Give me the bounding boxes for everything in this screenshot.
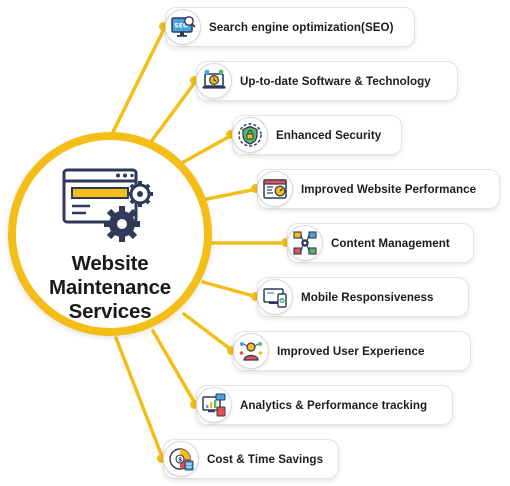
security-shield-icon <box>238 123 262 147</box>
connector-software <box>148 79 198 145</box>
service-pill: Improved User Experience <box>233 331 471 371</box>
icon-badge <box>232 117 268 153</box>
service-pill: Improved Website Performance <box>257 169 500 209</box>
user-experience-icon <box>239 342 263 361</box>
browser-speedometer-icon <box>263 179 287 199</box>
service-label: Improved User Experience <box>277 344 425 358</box>
icon-badge <box>196 63 232 99</box>
service-pill: Up-to-date Software & Technology <box>196 61 458 101</box>
icon-badge <box>257 171 293 207</box>
hub-title-line: Maintenance <box>49 276 171 299</box>
service-label: Search engine optimization(SEO) <box>209 20 394 34</box>
connector-ux <box>182 312 235 353</box>
connector-seo <box>110 25 167 136</box>
service-label: Analytics & Performance tracking <box>240 398 428 412</box>
connector-dot <box>281 238 290 247</box>
content-management-icon <box>293 231 317 255</box>
service-label: Cost & Time Savings <box>207 452 324 466</box>
connector-dot <box>159 22 168 31</box>
connector-dot <box>157 454 166 463</box>
connector-dot <box>190 400 199 409</box>
website-gear-icon <box>62 168 153 242</box>
laptop-update-icon <box>202 69 226 89</box>
icon-badge <box>287 225 323 261</box>
service-label: Improved Website Performance <box>301 182 477 196</box>
analytics-monitor-icon <box>202 393 226 417</box>
svg-text:SEO: SEO <box>174 23 188 30</box>
hub-title-line: Services <box>68 300 152 323</box>
icon-badge: $ <box>163 441 199 477</box>
seo-monitor-icon: SEO <box>171 16 196 37</box>
icon-badge <box>257 279 293 315</box>
connector-analytics <box>151 329 198 407</box>
service-pill: Search engine optimization(SEO) <box>165 7 415 47</box>
connector-dot <box>251 292 260 301</box>
service-pill: Analytics & Performance tracking <box>196 385 453 425</box>
hub-title: Website Maintenance Services <box>49 252 171 324</box>
icon-badge: SEO <box>165 9 201 45</box>
connector-cost <box>114 336 165 461</box>
connector-security <box>178 133 234 166</box>
service-label: Up-to-date Software & Technology <box>240 74 431 88</box>
service-pill: Mobile Responsiveness <box>257 277 469 317</box>
connector-mobile <box>201 280 259 299</box>
connector-dot <box>226 130 235 139</box>
service-label: Mobile Responsiveness <box>301 290 434 304</box>
cost-savings-icon: $ <box>169 448 194 471</box>
svg-text:$: $ <box>178 456 182 463</box>
responsive-devices-icon <box>263 288 287 308</box>
service-label: Enhanced Security <box>276 128 382 142</box>
service-label: Content Management <box>331 236 450 250</box>
connector-dot <box>190 76 199 85</box>
icon-badge <box>196 387 232 423</box>
icon-badge <box>233 333 269 369</box>
central-hub: Website Maintenance Services <box>8 132 212 336</box>
hub-title-line: Website <box>71 252 149 275</box>
connector-dot <box>251 184 260 193</box>
connector-dot <box>227 346 236 355</box>
connector-performance <box>200 187 259 202</box>
